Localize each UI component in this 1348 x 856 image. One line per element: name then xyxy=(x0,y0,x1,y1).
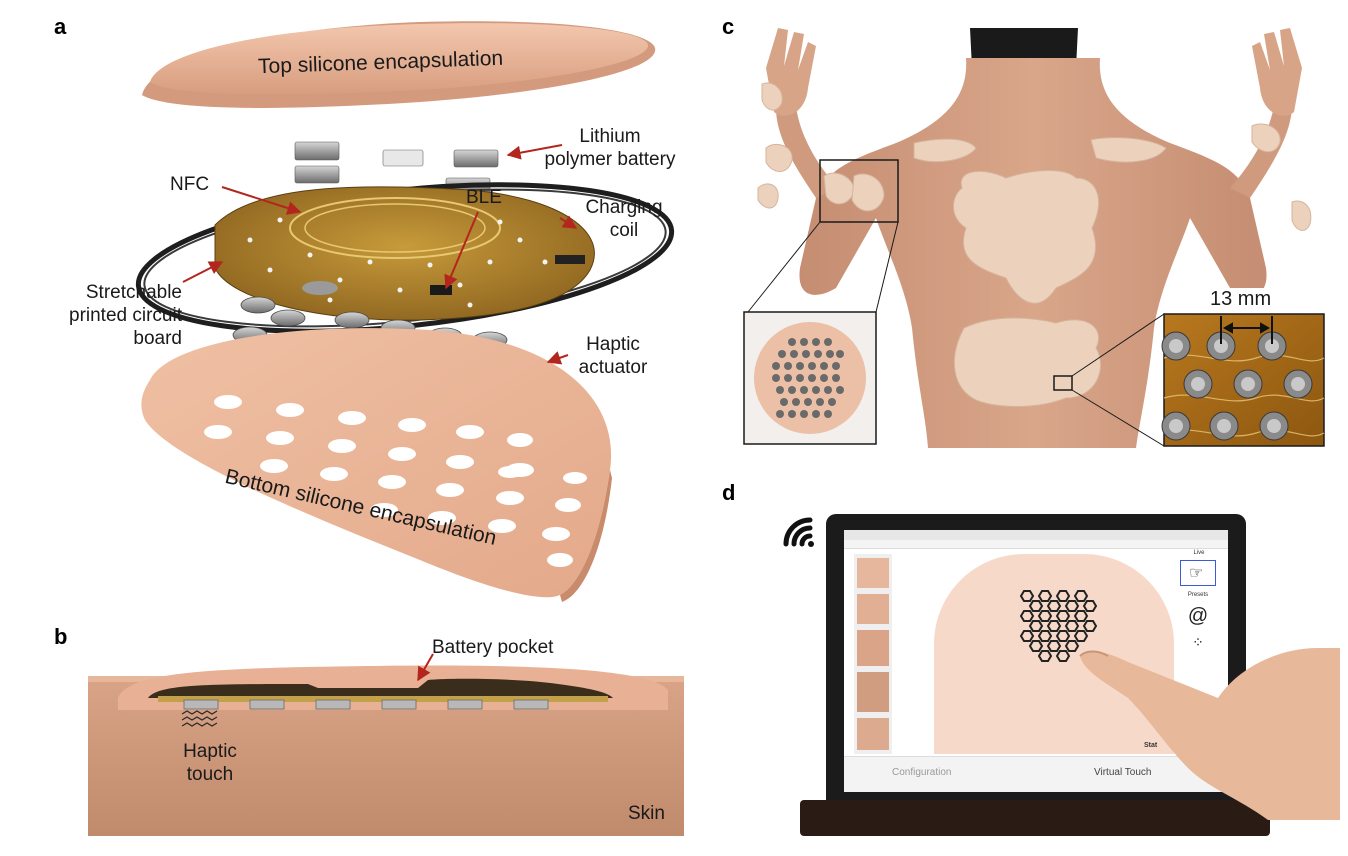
haptic-touch-line2: touch xyxy=(186,764,234,785)
closeup-actuators xyxy=(1161,331,1313,441)
coil-label-line1: Charging xyxy=(585,197,663,218)
wifi-icon xyxy=(783,517,814,547)
bottom-tab-bar: Configuration Virtual Touch xyxy=(844,756,1228,792)
thumbnail-hand[interactable] xyxy=(857,718,889,750)
skin-label: Skin xyxy=(628,803,665,824)
battery-label: Lithium polymer battery xyxy=(520,125,700,171)
tab-configuration[interactable]: Configuration xyxy=(892,767,952,778)
annotation-arrows xyxy=(182,144,578,365)
callout-box-small xyxy=(1053,375,1073,391)
tablet-screen: Live ☞ Presets @ ⁘ Configuration Virtual… xyxy=(844,530,1228,792)
panel-letter-d: d xyxy=(722,480,736,505)
actuator-label-line1: Haptic xyxy=(586,334,640,355)
callout-box xyxy=(819,159,899,223)
actuator-hex-grid[interactable] xyxy=(1014,586,1114,678)
haptic-patches xyxy=(757,82,1312,407)
battery-pocket-label: Battery pocket xyxy=(432,637,554,658)
right-hand xyxy=(1252,28,1302,116)
battery-label-line2: polymer battery xyxy=(544,149,676,170)
thumbnail-shoulder[interactable] xyxy=(857,594,889,624)
pcb-label-line2: printed circuit xyxy=(69,305,182,326)
thumbnail-arm[interactable] xyxy=(857,672,889,712)
cross-section-illustration xyxy=(88,653,684,836)
haptic-touch-line1: Haptic xyxy=(183,741,237,762)
hand-touch-icon: ☞ xyxy=(1189,565,1204,582)
pcb-label-line1: Stretchable xyxy=(85,282,182,303)
body-region-thumbnails[interactable] xyxy=(854,554,892,754)
presets-label: Presets xyxy=(1187,592,1209,598)
battery-label-line1: Lithium xyxy=(579,126,641,147)
tablet-stand xyxy=(800,800,1270,836)
browser-tab-bar xyxy=(844,530,1228,540)
actuator-label-line2: actuator xyxy=(578,357,648,378)
pcb-label: Stretchable printed circuit board xyxy=(28,281,182,350)
bottom-silicone-layer xyxy=(141,328,612,602)
skin-layer xyxy=(88,676,684,836)
thumbnail-back[interactable] xyxy=(857,558,889,588)
thumbnail-torso[interactable] xyxy=(857,630,889,666)
spacing-label: 13 mm xyxy=(1208,288,1274,311)
haptic-touch-label: Haptic touch xyxy=(160,740,260,786)
status-label: Stat xyxy=(1144,742,1158,749)
panel-letter-b: b xyxy=(54,624,68,649)
dots-preset-icon[interactable]: ⁘ xyxy=(1192,634,1204,650)
exploded-device-illustration xyxy=(135,21,675,602)
panel-letter-c: c xyxy=(722,14,735,39)
patch-holes xyxy=(772,338,844,418)
pcb-label-line3: board xyxy=(133,328,182,349)
pointing-hand xyxy=(1079,648,1340,820)
ble-label: BLE xyxy=(466,187,502,208)
back-photo-illustration xyxy=(743,28,1325,448)
nfc-label: NFC xyxy=(170,174,210,195)
spacing-measure xyxy=(1220,316,1273,344)
browser-address-bar xyxy=(844,540,1228,549)
vibration-wave-icon xyxy=(181,710,218,727)
top-silicone-layer xyxy=(142,21,656,108)
coil-label-line2: coil xyxy=(609,220,639,241)
actuator-row xyxy=(183,699,549,710)
coil-label: Charging coil xyxy=(574,196,674,242)
body-view xyxy=(934,554,1174,754)
live-label: Live xyxy=(1193,550,1205,556)
tab-virtual-touch[interactable]: Virtual Touch xyxy=(1094,767,1152,778)
panel-letter-a: a xyxy=(54,14,67,39)
spiral-icon[interactable]: @ xyxy=(1187,605,1209,627)
actuator-label: Haptic actuator xyxy=(568,333,658,379)
live-mode-button[interactable]: ☞ xyxy=(1180,560,1216,586)
